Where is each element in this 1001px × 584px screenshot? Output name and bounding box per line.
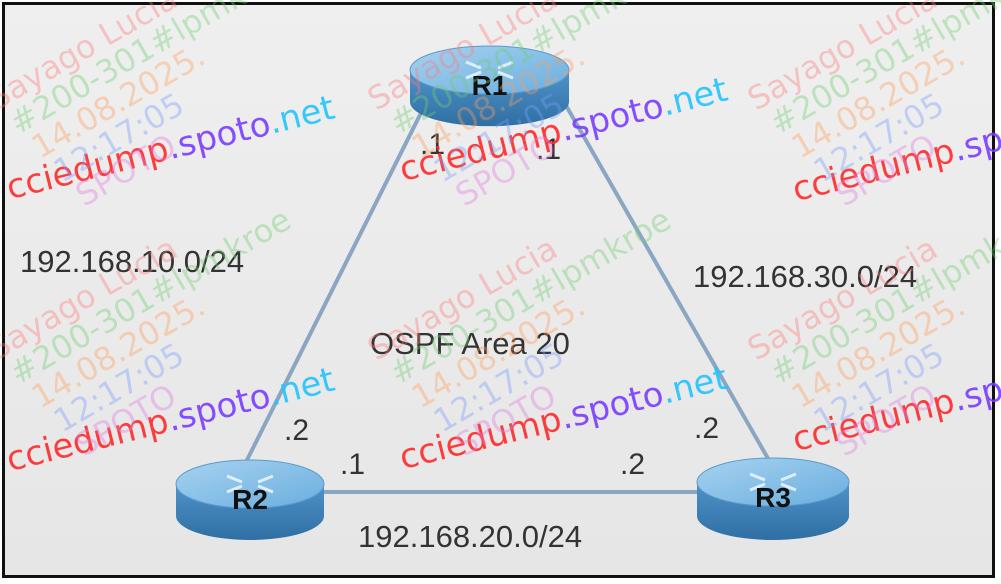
router-icon <box>409 45 570 127</box>
network-label-r1-r2: 192.168.10.0/24 <box>20 244 245 279</box>
network-label-r1-r3: 192.168.30.0/24 <box>693 259 918 294</box>
interface-r2-to-r3: .1 <box>340 448 366 481</box>
router-r1[interactable]: R1 <box>406 40 573 132</box>
router-r2-label: R2 <box>232 484 268 515</box>
router-icon <box>696 457 850 540</box>
link-r1-r3 <box>558 94 772 463</box>
router-r3[interactable]: R3 <box>693 452 853 546</box>
interface-r2-to-r1: .2 <box>284 414 310 447</box>
router-r2[interactable]: R2 <box>172 454 328 546</box>
router-icon <box>175 459 325 540</box>
interface-r1-to-r2: .1 <box>420 128 446 161</box>
interface-r3-to-r2: .2 <box>620 448 646 481</box>
router-r3-label: R3 <box>755 482 791 513</box>
router-r1-label: R1 <box>471 70 508 101</box>
link-r1-r2 <box>244 94 432 463</box>
ospf-area-label: OSPF Area 20 <box>370 326 570 361</box>
interface-r3-to-r1: .2 <box>694 412 720 445</box>
interface-r1-to-r3: .1 <box>536 133 562 166</box>
network-label-r2-r3: 192.168.20.0/24 <box>358 519 583 554</box>
